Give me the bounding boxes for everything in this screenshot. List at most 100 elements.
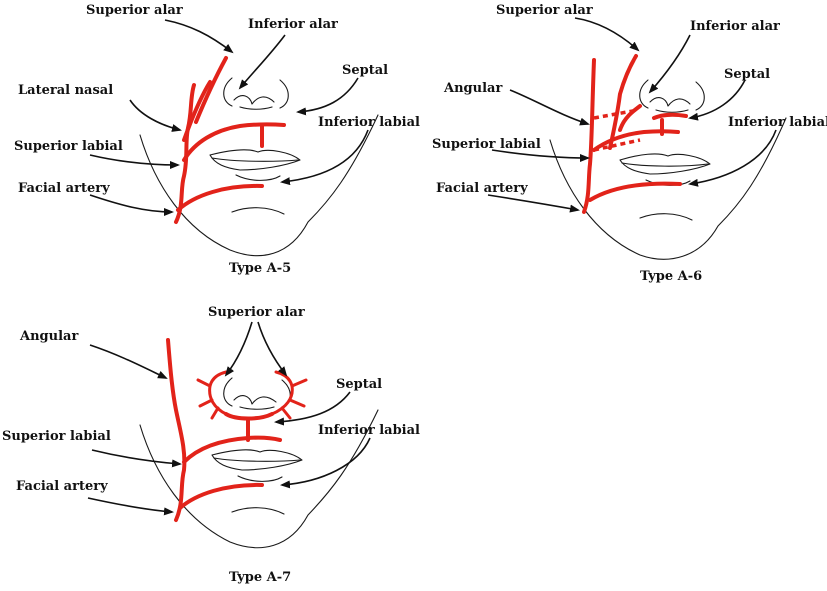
septal-arch — [224, 412, 274, 421]
face-contour — [239, 406, 275, 410]
pointer-arrow — [280, 437, 371, 489]
pointer-arrow — [296, 77, 359, 116]
labels: Superior alar Inferior alar Angular Sept… — [432, 3, 827, 284]
labels: Superior alar Inferior alar Lateral nasa… — [14, 3, 420, 276]
artery-network — [166, 338, 308, 522]
pointer-arrow — [89, 344, 168, 379]
pointer-arrow — [688, 79, 746, 121]
septal-top — [652, 112, 688, 120]
caption-type-a6: Type A-6 — [640, 269, 702, 284]
face-contour — [619, 153, 711, 175]
face-contour — [209, 149, 301, 171]
face-contour — [695, 81, 705, 111]
face-contour — [139, 114, 379, 257]
face-contour — [237, 475, 283, 482]
label-superior-labial: Superior labial — [2, 429, 111, 444]
pointer-arrow — [487, 194, 580, 213]
superior-alar-left-twig3 — [210, 406, 220, 420]
label-superior-labial: Superior labial — [14, 139, 123, 154]
anastomosis-dashed-lower — [593, 138, 641, 152]
superior-alar-left-twig1 — [196, 378, 212, 388]
pointer-arrow — [574, 17, 640, 52]
pointer-arrow — [89, 194, 174, 216]
face-contour — [233, 95, 275, 105]
label-inferior-alar: Inferior alar — [690, 19, 780, 34]
artery-network — [582, 54, 688, 214]
label-superior-alar: Superior alar — [208, 305, 305, 320]
pointer-arrow — [648, 34, 691, 94]
superior-alar-right-twig2 — [288, 398, 306, 408]
pointer-arrow — [280, 129, 369, 186]
label-inferior-alar: Inferior alar — [248, 17, 338, 32]
panel-type-a6: Superior alar Inferior alar Angular Sept… — [432, 3, 827, 284]
label-inferior-labial: Inferior labial — [318, 423, 420, 438]
superior-labial-artery — [182, 435, 282, 464]
superior-labial-artery — [182, 122, 286, 162]
face-contour — [549, 117, 787, 260]
label-angular: Angular — [443, 81, 502, 96]
pointer-arrow — [224, 321, 253, 377]
inferior-labial-artery — [176, 183, 264, 212]
face-contour — [639, 79, 649, 109]
face-contour — [213, 457, 301, 462]
superior-labial-artery — [592, 129, 680, 152]
label-facial-artery: Facial artery — [18, 181, 110, 196]
face-outline — [139, 77, 379, 257]
caption-type-a7: Type A-7 — [229, 570, 291, 585]
lateral-nasal-artery — [182, 80, 212, 142]
anastomosis-dashed-upper — [593, 108, 639, 120]
inferior-labial-artery — [178, 482, 264, 510]
pointer-arrow — [89, 154, 180, 169]
superior-alar-right-twig3 — [280, 406, 292, 420]
face-contour — [649, 97, 691, 107]
face-contour — [235, 174, 281, 181]
label-septal: Septal — [724, 67, 770, 82]
pointer-arrow — [164, 19, 234, 54]
superior-alar-right-twig1 — [290, 378, 308, 388]
label-superior-alar: Superior alar — [86, 3, 183, 18]
face-contour — [231, 507, 285, 515]
label-angular: Angular — [19, 329, 78, 344]
face-contour — [231, 207, 285, 215]
panel-type-a5: Superior alar Inferior alar Lateral nasa… — [14, 3, 420, 276]
face-contour — [223, 77, 233, 107]
face-contour — [211, 449, 303, 471]
face-contour — [139, 409, 379, 549]
face-contour — [621, 162, 709, 167]
superior-alar-left-twig2 — [198, 398, 214, 408]
pointer-arrow — [491, 149, 590, 162]
pointer-arrow — [509, 89, 590, 126]
superior-alar-artery — [194, 56, 228, 124]
labels: Superior alar Angular Septal Superior la… — [2, 305, 420, 585]
label-inferior-labial: Inferior labial — [318, 115, 420, 130]
arrows — [89, 19, 369, 216]
label-lateral-nasal: Lateral nasal — [18, 83, 113, 98]
arrows — [487, 17, 777, 213]
arrows — [87, 321, 371, 516]
pointer-arrow — [129, 99, 182, 132]
pointer-arrow — [87, 497, 174, 516]
face-outline — [549, 79, 787, 260]
face-contour — [223, 377, 233, 407]
facial-artery — [166, 338, 187, 522]
face-contour — [233, 395, 277, 405]
facial-artery — [174, 83, 196, 224]
inferior-labial-artery — [588, 181, 682, 202]
artery-network — [174, 56, 286, 224]
face-contour — [639, 213, 693, 221]
label-septal: Septal — [342, 63, 388, 78]
label-superior-alar: Superior alar — [496, 3, 593, 18]
caption-type-a5: Type A-5 — [229, 261, 291, 276]
pointer-arrow — [238, 34, 286, 90]
inferior-alar-branch — [618, 104, 642, 132]
label-facial-artery: Facial artery — [436, 181, 528, 196]
label-inferior-labial: Inferior labial — [728, 115, 827, 130]
pointer-arrow — [257, 321, 288, 377]
facial-artery — [582, 58, 596, 214]
face-contour — [655, 109, 689, 113]
label-superior-labial: Superior labial — [432, 137, 541, 152]
panel-type-a7: Superior alar Angular Septal Superior la… — [2, 305, 420, 585]
pointer-arrow — [91, 449, 182, 468]
